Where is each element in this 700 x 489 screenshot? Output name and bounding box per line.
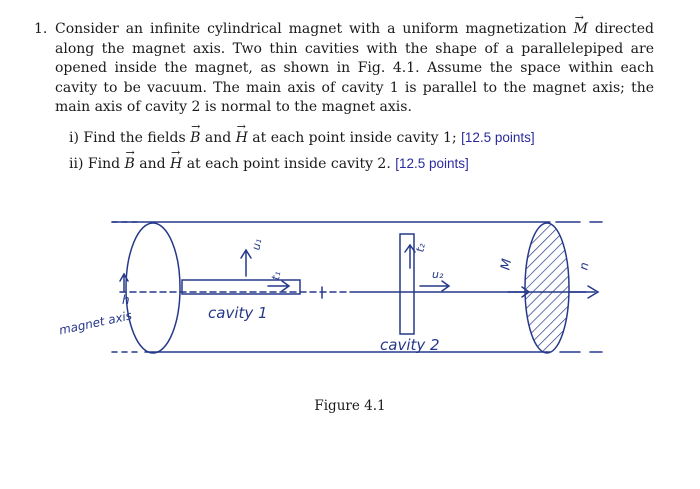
M-label: M [498,258,515,272]
t1-arrow [267,280,291,292]
magnet-axis-label: magnet axis [58,308,134,337]
u1-label: u₁ [249,238,264,251]
t1-label: t₁ [269,270,283,281]
n-label: n [576,261,591,271]
H-symbol: H [170,140,182,177]
part-label: i) [69,130,79,146]
u2-arrow [419,280,451,292]
t2-label: t₂ [413,242,427,253]
magnetization-symbol: M [574,8,588,40]
problem-text: Consider an infinite cylindrical magnet … [55,8,654,118]
left-end-ellipse [125,222,181,354]
magnet-axis-arrow [587,285,600,299]
points-label: [12.5 points] [461,130,535,145]
cavity1-label: cavity 1 [208,304,268,322]
t2-arrow [404,243,416,269]
part-i: i) Find the fields B and H at each point… [69,114,535,151]
problem-statement: 1. Consider an infinite cylindrical magn… [34,8,654,118]
B-symbol: B [125,140,136,177]
part-text: at each point inside cavity 2. [182,156,396,172]
figure-4-1: magnet axis h cavity 1 cavity 2 u₁ t₁ t₂… [50,210,610,370]
H-symbol: H [236,114,248,151]
part-text: and [200,130,236,146]
problem-text-part-2: directed along the magnet axis. Two thin… [55,21,654,115]
cavity2-label: cavity 2 [380,336,440,354]
u1-arrow [240,248,252,277]
axis-vector-arrow [119,272,129,293]
M-arrow [507,286,531,298]
axis-vector-label: h [122,293,130,307]
cavity1-rect [181,279,301,295]
problem-text-part-1: Consider an infinite cylindrical magnet … [55,21,574,37]
part-text: and [134,156,171,172]
B-symbol: B [190,114,201,151]
part-text: Find the fields [83,130,191,146]
part-text: Find [87,156,125,172]
problem-number: 1. [34,21,48,37]
cavity2-rect [399,233,415,335]
part-label: ii) [69,156,84,172]
question-parts: i) Find the fields B and H at each point… [69,114,535,177]
right-end-ellipse [524,222,570,354]
u2-label: u₂ [432,268,444,281]
cylinder-diagram: magnet axis h cavity 1 cavity 2 u₁ t₁ t₂… [58,221,603,354]
part-text: at each point inside cavity 1; [247,130,462,146]
points-label: [12.5 points] [395,156,469,171]
figure-caption: Figure 4.1 [314,398,386,414]
part-ii: ii) Find B and H at each point inside ca… [69,140,535,177]
